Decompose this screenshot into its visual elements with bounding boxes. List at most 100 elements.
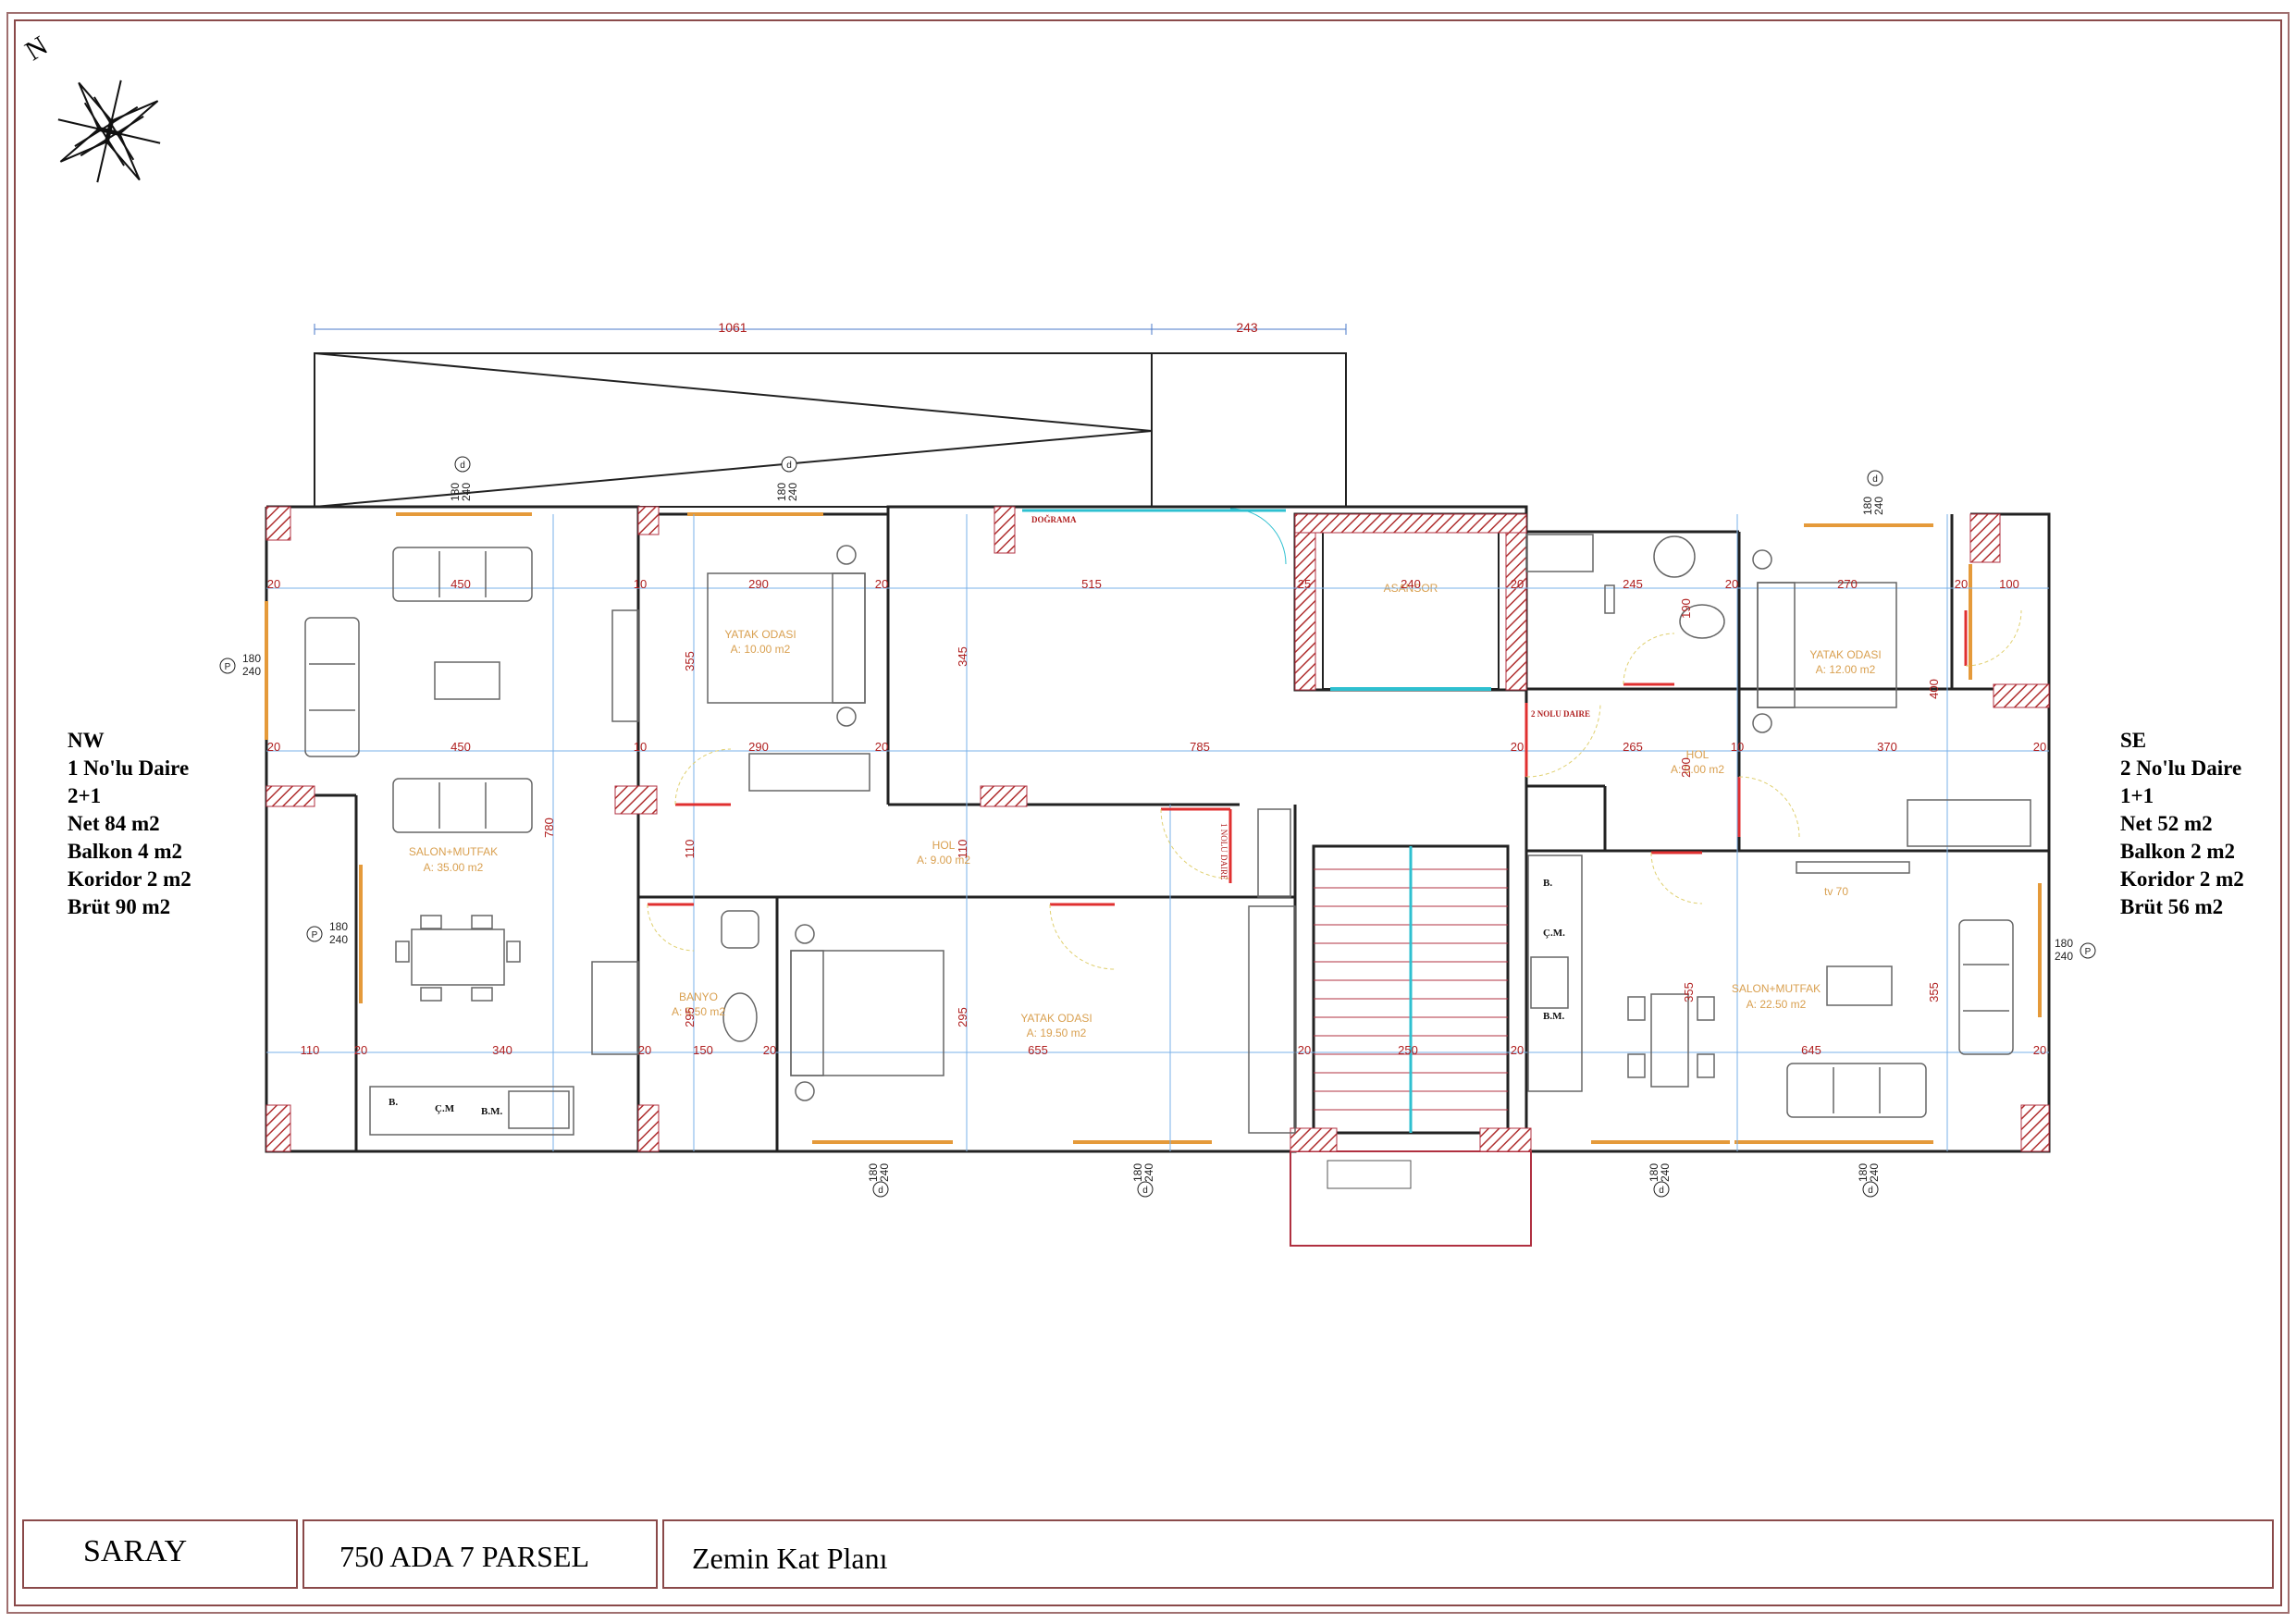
window-tag-5-code: d <box>1142 1186 1148 1196</box>
window-tag-7: d 180 240 <box>1857 1163 1881 1198</box>
dim-r2-2: 10 <box>634 740 647 754</box>
dim-r1-11: 270 <box>1837 577 1858 591</box>
dim-r2-7: 265 <box>1623 740 1643 754</box>
dim-r1-9: 245 <box>1623 577 1643 591</box>
window-tag-3: d 180 240 <box>1861 470 1885 515</box>
window-tag-7-width: 180 <box>1857 1163 1870 1182</box>
room-hol1-label: HOL <box>932 839 956 852</box>
elevator-car <box>1322 526 1500 690</box>
window-tag-6-width: 180 <box>1648 1163 1660 1182</box>
dim-r1-10: 20 <box>1725 577 1738 591</box>
title-parcel: 750 ADA 7 PARSEL <box>339 1540 589 1573</box>
dim-v-0: 355 <box>683 651 697 671</box>
title-block-parcel: 750 ADA 7 PARSEL <box>302 1519 658 1589</box>
room-hol2-label: HOL <box>1686 748 1710 761</box>
window-tag-3-code: d <box>1872 474 1878 485</box>
side-tag-3-width: 180 <box>2055 937 2073 950</box>
window-tag-3-height: 240 <box>1872 497 1885 515</box>
title-project: SARAY <box>83 1534 188 1568</box>
dim-r2-3: 290 <box>748 740 769 754</box>
small-labels: DOĞRAMA 2 NOLU DAIRE B. Ç.M B.M. B. Ç.M.… <box>389 515 1590 1117</box>
dim-r3-5: 20 <box>763 1043 776 1057</box>
window-tag-3-width: 180 <box>1861 497 1874 515</box>
side-tag-1: P 180 240 <box>219 652 261 678</box>
side-tag-2-width: 180 <box>329 920 348 933</box>
canopy-outline <box>314 352 1347 508</box>
window-tag-4-code: d <box>878 1186 883 1196</box>
label-b2: B. <box>1543 878 1552 889</box>
outer-border <box>6 12 2290 1614</box>
label-bm2: B.M. <box>1543 1011 1564 1022</box>
building-walls <box>265 505 2051 1153</box>
dims-vertical: 355 345 780 110 110 295 295 190 200 400 … <box>542 598 1941 1027</box>
window-tag-2-code: d <box>786 461 792 471</box>
room-yatak2-area: A: 19.50 m2 <box>1027 1027 1087 1039</box>
unit-nw-corridor: Koridor 2 m2 <box>68 867 191 891</box>
dim-v-10: 355 <box>1682 982 1696 1002</box>
window-tag-1: d 180 240 <box>449 456 473 501</box>
dim-v-3: 110 <box>683 840 697 859</box>
unit-nw-balcony: Balkon 4 m2 <box>68 840 182 863</box>
dim-r3-2: 340 <box>492 1043 512 1057</box>
north-arrow-icon <box>57 80 161 183</box>
title-block-sheet: Zemin Kat Planı <box>662 1519 2274 1589</box>
stair-treads <box>1314 846 1508 1133</box>
unit-se-layout: 1+1 <box>2120 784 2154 807</box>
room-tv-label: tv 70 <box>1824 885 1848 898</box>
unit-se-balcony: Balkon 2 m2 <box>2120 840 2235 863</box>
entrance-porch <box>1290 1150 1532 1247</box>
dim-r2-5: 785 <box>1190 740 1210 754</box>
unit-se-net: Net 52 m2 <box>2120 812 2213 835</box>
dim-r2-1: 450 <box>451 740 471 754</box>
room-salon2-label: SALON+MUTFAK <box>1732 982 1821 995</box>
label-bm1: B.M. <box>481 1106 502 1117</box>
doormat <box>1327 1160 1412 1189</box>
room-hol2-area: A: 9.00 m2 <box>1671 763 1724 776</box>
side-tag-3-code: P <box>2085 947 2092 957</box>
unit-se-corridor: Koridor 2 m2 <box>2120 867 2244 891</box>
title-block-project: SARAY <box>22 1519 298 1589</box>
room-banyo1-area: A: 5.50 m2 <box>672 1005 725 1018</box>
dim-r1-12: 20 <box>1955 577 1968 591</box>
window-tag-7-height: 240 <box>1868 1163 1881 1182</box>
window-tag-4-width: 180 <box>867 1163 880 1182</box>
room-labels: SALON+MUTFAK A: 35.00 m2 YATAK ODASI A: … <box>409 628 1882 1039</box>
unit-nw-info: NW 1 No'lu Daire 2+1 Net 84 m2 Balkon 4 … <box>68 727 191 921</box>
label-cm2: Ç.M. <box>1543 928 1565 939</box>
room-yatak1-label: YATAK ODASI <box>724 628 796 641</box>
dim-r2-6: 20 <box>1511 740 1524 754</box>
dim-r3-11: 20 <box>2033 1043 2046 1057</box>
window-tag-2-height: 240 <box>786 483 799 501</box>
inner-border <box>14 19 2282 1606</box>
unit-nw-net: Net 84 m2 <box>68 812 160 835</box>
dim-r1-6: 25 <box>1298 577 1311 591</box>
dim-top-1061: 1061 <box>718 320 747 335</box>
window-tag-6-code: d <box>1659 1186 1664 1196</box>
unit-se-gross: Brüt 56 m2 <box>2120 895 2224 918</box>
top-dimension-line <box>314 324 1347 335</box>
dim-r3-3: 20 <box>638 1043 651 1057</box>
dim-v-7: 190 <box>1679 598 1693 619</box>
dim-v-9: 400 <box>1927 679 1941 699</box>
dim-r1-0: 20 <box>267 577 280 591</box>
room-yatak3-label: YATAK ODASI <box>1809 648 1881 661</box>
window-tag-4-height: 240 <box>878 1163 891 1182</box>
side-tag-3-height: 240 <box>2055 950 2073 963</box>
window-tag-1-height: 240 <box>460 483 473 501</box>
dim-top-243: 243 <box>1236 320 1258 335</box>
dim-r1-13: 100 <box>1999 577 2019 591</box>
dim-r3-8: 250 <box>1398 1043 1418 1057</box>
dim-v-5: 295 <box>683 1007 697 1027</box>
dim-r3-10: 645 <box>1801 1043 1821 1057</box>
dim-v-6: 295 <box>956 1007 969 1027</box>
dim-r1-4: 20 <box>875 577 888 591</box>
window-tag-2-width: 180 <box>775 483 788 501</box>
dim-r3-9: 20 <box>1511 1043 1524 1057</box>
side-tag-2-height: 240 <box>329 933 348 946</box>
side-tag-1-code: P <box>225 662 231 672</box>
north-label: N <box>19 31 53 67</box>
room-yatak3-area: A: 12.00 m2 <box>1816 663 1876 676</box>
furniture <box>304 534 2031 1136</box>
unit-se-info: SE 2 No'lu Daire 1+1 Net 52 m2 Balkon 2 … <box>2120 727 2244 921</box>
